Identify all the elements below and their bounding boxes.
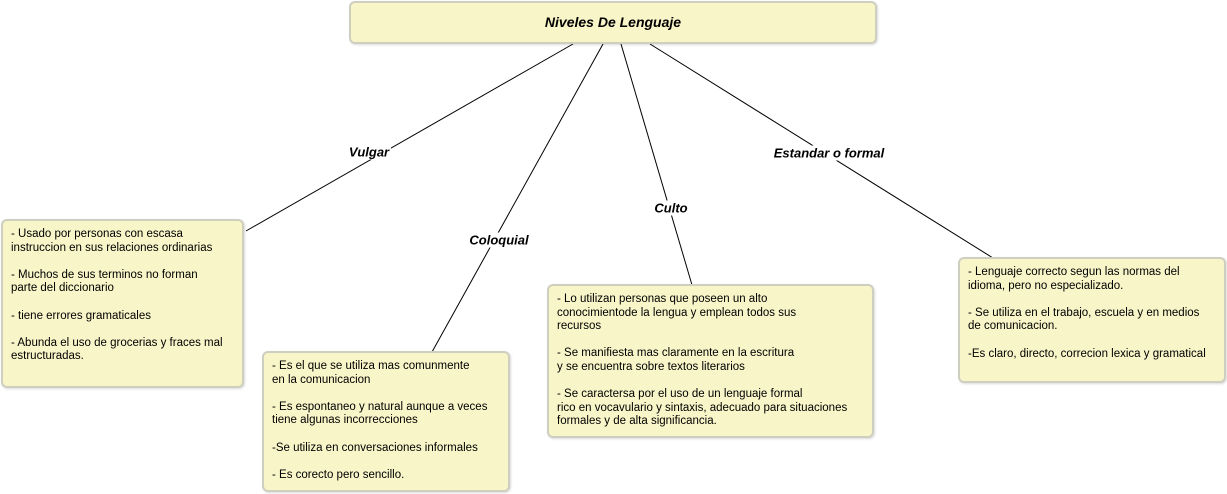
link-label-estandar: Estandar o formal <box>771 145 887 161</box>
detail-text: -Se utiliza en conversaciones informales <box>272 441 478 454</box>
root-title: Niveles De Lenguaje <box>544 13 682 30</box>
link-label-coloquial: Coloquial <box>467 232 531 248</box>
detail-text: - Abunda el uso de grocerias y fraces ma… <box>11 336 223 363</box>
link-root-vulgar <box>245 43 574 232</box>
detail-text: - Lenguaje correcto segun las normas del… <box>968 266 1180 292</box>
detail-text: - Es espontaneo y natural aunque a veces… <box>272 400 488 427</box>
detail-text: - Muchos de sus terminos no forman parte… <box>11 268 198 295</box>
detail-node-culto[interactable]: - Lo utilizan personas que poseen un alt… <box>547 284 874 438</box>
detail-text: - Lo utilizan personas que poseen un alt… <box>557 293 797 333</box>
detail-text: - Es el que se utiliza mas comunmente en… <box>272 360 470 386</box>
detail-text: - Usado por personas con escasa instrucc… <box>11 228 213 254</box>
link-label-vulgar: Vulgar <box>346 144 392 160</box>
link-root-coloquial <box>431 43 604 353</box>
detail-node-estandar[interactable]: - Lenguaje correcto segun las normas del… <box>958 257 1226 383</box>
detail-text: - Se caractersa por el uso de un lenguaj… <box>557 388 848 428</box>
detail-text: - Se manifiesta mas claramente en la esc… <box>557 347 795 373</box>
root-node[interactable]: Niveles De Lenguaje <box>349 1 877 44</box>
detail-text: - tiene errores gramaticales <box>11 309 151 322</box>
detail-text: - Se utiliza en el trabajo, escuela y en… <box>968 306 1200 333</box>
detail-node-coloquial[interactable]: - Es el que se utiliza mas comunmente en… <box>262 351 510 492</box>
link-root-culto <box>620 43 693 286</box>
link-label-culto: Culto <box>652 200 690 216</box>
detail-text: - Es corecto pero sencillo. <box>272 468 405 481</box>
detail-text: -Es claro, directo, correcion lexica y g… <box>968 347 1206 360</box>
detail-node-vulgar[interactable]: - Usado por personas con escasa instrucc… <box>1 219 244 388</box>
